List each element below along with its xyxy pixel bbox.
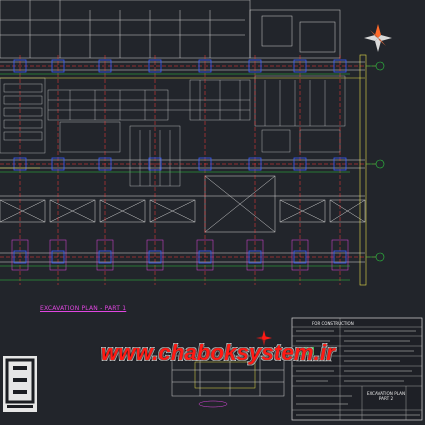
titleblock-plan-name: EXCAVATION PLAN: [366, 391, 406, 396]
highlight-marks: [0, 54, 367, 286]
north-arrow-icon: [364, 24, 392, 52]
chabok-logo: [3, 356, 37, 412]
watermark-url: www.chaboksystem.ir: [100, 340, 336, 365]
titleblock-plan-part: PART 2: [378, 396, 394, 401]
titleblock-status: FOR CONSTRUCTION: [312, 321, 354, 326]
small-north-icon: [256, 330, 272, 346]
title-block: [291, 317, 423, 421]
upper-structure: [0, 0, 341, 59]
plan-caption: EXCAVATION PLAN - PART 1: [40, 305, 127, 312]
dimension-lines: [0, 73, 350, 281]
key-plan: [171, 355, 285, 408]
braced-panels: [0, 175, 366, 233]
grid-bubbles: [366, 61, 385, 262]
foundation-pads: [11, 59, 349, 271]
main-band: [0, 61, 365, 263]
titleblock-plan-title: EXCAVATION PLAN PART 2: [366, 391, 406, 401]
grid-lines-horizontal: [0, 65, 378, 258]
